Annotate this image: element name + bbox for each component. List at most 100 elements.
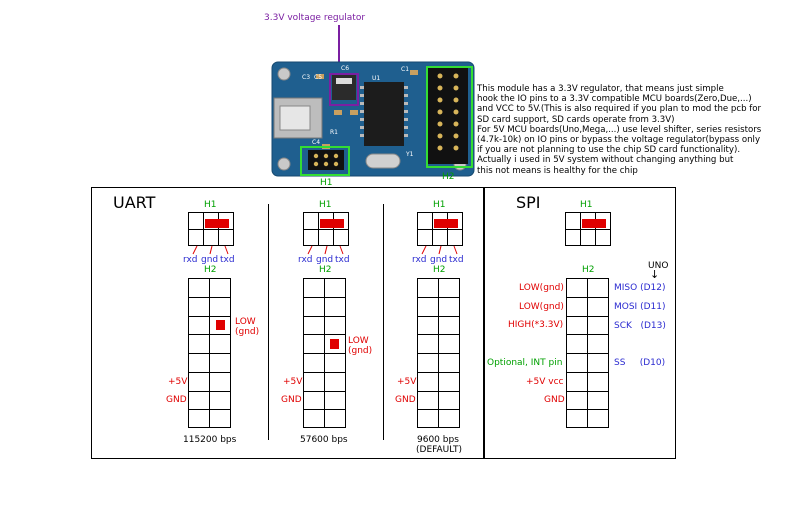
spi-right-label: MOSI (D11): [614, 302, 666, 312]
silk-u1: U1: [372, 75, 381, 82]
uart-divider: [268, 204, 269, 440]
h2-grid-line: [417, 353, 460, 354]
uart-pin-leads: [421, 245, 458, 255]
h2-grid-line: [188, 316, 231, 317]
h2-grid-line: [303, 391, 346, 392]
h2-jumper-dot: [330, 339, 339, 349]
plus5v-label: +5V: [168, 377, 188, 387]
h2-grid-line: [566, 391, 609, 392]
gnd-label: GND: [395, 395, 416, 405]
h1-jumper: [320, 219, 344, 228]
regulator-label: 3.3V voltage regulator: [264, 13, 366, 23]
uart-pin-txd: txd: [220, 255, 235, 265]
uart-title: UART: [113, 193, 156, 212]
h2-grid-line: [188, 409, 231, 410]
h2-grid-line: [566, 353, 609, 354]
spi-h2-label: H2: [582, 265, 595, 275]
description-line: hook the IO pins to a 3.3V compatible MC…: [477, 94, 752, 105]
uno-arrow: ↓: [650, 268, 660, 281]
spi-left-label: GND: [544, 395, 565, 405]
spi-title: SPI: [516, 193, 541, 212]
uart-panel: [91, 187, 485, 459]
regulator-pointer-line: [338, 25, 340, 73]
h2-grid-line: [303, 316, 346, 317]
spi-left-label: LOW(gnd): [519, 302, 564, 312]
uart-pin-gnd: gnd: [430, 255, 448, 265]
spi-left-label: +5V vcc: [526, 377, 564, 387]
h2-grid-line: [566, 372, 609, 373]
uart-pin-gnd: gnd: [316, 255, 334, 265]
h2-grid-line: [188, 297, 231, 298]
description-line: This module has a 3.3V regulator, that m…: [477, 84, 724, 94]
low-gnd-label: (gnd): [235, 327, 260, 337]
h2-grid-line: [188, 334, 231, 335]
h2-grid-line: [566, 297, 609, 298]
uart-pin-txd: txd: [335, 255, 350, 265]
h2-grid-line: [417, 334, 460, 335]
h2-grid-line: [566, 334, 609, 335]
uart-h2-label: H2: [204, 265, 217, 275]
uart-pin-rxd: rxd: [412, 255, 427, 265]
description-line: if you are not planning to use the chip …: [477, 145, 741, 156]
silk-c1: C1: [401, 66, 410, 73]
silk-r1: R1: [330, 129, 338, 136]
h2-grid-line: [303, 334, 346, 335]
board-h1-label: H1: [320, 178, 333, 188]
h1-highlight: [300, 146, 350, 176]
spi-right-label: SCK (D13): [614, 321, 666, 331]
low-gnd-label: (gnd): [348, 346, 373, 356]
baud-label: 57600 bps: [300, 435, 348, 445]
spi-right-label: SS (D10): [614, 358, 666, 368]
h2-highlight: [426, 66, 473, 168]
uart-pin-leads: [192, 245, 229, 255]
h2-grid-line: [188, 391, 231, 392]
spi-h1-jumper: [582, 219, 606, 228]
low-label: LOW: [235, 317, 256, 327]
h2-grid-line: [188, 353, 231, 354]
description-line: (4.7k-10k) on IO pins or bypass the volt…: [477, 135, 761, 146]
silk-c4: C4: [312, 139, 321, 146]
description-line: SD card support, SD cards operate from 3…: [477, 114, 675, 125]
gnd-label: GND: [281, 395, 302, 405]
h1-grid-line: [188, 229, 234, 230]
h2-grid-line: [303, 372, 346, 373]
silk-c3: C3: [302, 74, 311, 81]
h2-grid-line: [417, 391, 460, 392]
h2-grid-line: [566, 409, 609, 410]
h2-grid-line: [303, 297, 346, 298]
default-note: (DEFAULT): [416, 445, 463, 455]
uart-pin-leads: [307, 245, 344, 255]
uart-pin-rxd: rxd: [298, 255, 313, 265]
board-h2-label: H2: [442, 172, 455, 182]
uart-h1-label: H1: [433, 200, 446, 210]
h2-grid-line: [417, 316, 460, 317]
baud-label: 115200 bps: [183, 435, 237, 445]
uart-divider: [383, 204, 384, 440]
spi-panel: [483, 187, 676, 459]
silk-c6: C6: [341, 65, 350, 72]
h1-grid-line: [565, 229, 611, 230]
spi-left-label: Optional, INT pin: [487, 358, 563, 368]
uart-h2-label: H2: [319, 265, 332, 275]
h2-grid-line: [303, 353, 346, 354]
silk-c5: C5: [314, 74, 323, 81]
description-line: Actually i used in 5V system without cha…: [477, 155, 734, 166]
uart-pin-gnd: gnd: [201, 255, 219, 265]
h1-jumper: [434, 219, 458, 228]
h2-grid-line: [303, 409, 346, 410]
description-line: For 5V MCU boards(Uno,Mega,...) use leve…: [477, 124, 762, 135]
uart-h1-label: H1: [319, 200, 332, 210]
uno-label: UNO: [648, 261, 669, 271]
h2-grid-line: [417, 372, 460, 373]
h1-grid-line: [417, 229, 463, 230]
regulator-highlight: [329, 73, 359, 106]
uart-pin-txd: txd: [449, 255, 464, 265]
h2-jumper-dot: [216, 320, 225, 330]
h2-grid-line: [417, 409, 460, 410]
h1-jumper: [205, 219, 229, 228]
gnd-label: GND: [166, 395, 187, 405]
description-line: this not means is healthy for the chip: [477, 165, 638, 176]
h1-grid-line: [303, 229, 349, 230]
h2-grid-line: [417, 297, 460, 298]
uart-pin-rxd: rxd: [183, 255, 198, 265]
